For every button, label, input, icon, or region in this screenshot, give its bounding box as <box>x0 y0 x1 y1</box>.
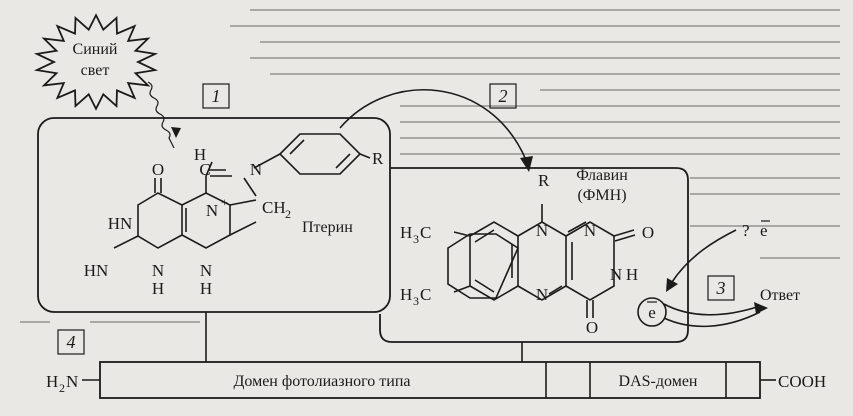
n-term-N: N <box>66 372 78 391</box>
flavin-O-bottom: O <box>586 318 598 337</box>
pterin-plus: + <box>221 195 228 209</box>
step-number-2: 2 <box>489 83 517 109</box>
flavin-NH-N: N <box>610 265 622 284</box>
flavin-H3C-2-H: H <box>400 285 412 304</box>
photon-arrowhead <box>171 127 181 138</box>
flavin-label-line2: (ФМН) <box>577 187 626 204</box>
pterin-H-bottom2: H <box>200 279 212 298</box>
electron-circle-symbol: e <box>648 303 656 322</box>
light-label-line2: свет <box>81 62 110 79</box>
electron-circle <box>637 297 667 327</box>
electron-symbol: e <box>760 221 768 240</box>
pterin-C: C <box>199 160 210 179</box>
flavin-H3C-1-H: H <box>400 223 412 242</box>
blue-light-burst: Синий свет <box>33 13 159 111</box>
response-label: Ответ <box>760 287 800 304</box>
flavin-label-line1: Флавин <box>576 167 628 184</box>
flavin-N-right: N <box>584 221 596 240</box>
pterin-CH2-sub: 2 <box>285 207 291 221</box>
flavin-H3C-1-sub: 3 <box>413 232 419 246</box>
pterin-N-bottom2: N <box>200 261 212 280</box>
pterin-H-top: H <box>194 145 206 164</box>
pterin-CH2: CH <box>262 198 286 217</box>
das-domain-label: DAS-домен <box>619 373 698 390</box>
pterin-N-ring: N <box>250 160 262 179</box>
step-number-3: 3 <box>707 275 735 301</box>
c-term-label: COOH <box>778 372 826 391</box>
flavin-R: R <box>538 171 550 190</box>
flavin-N-top: N <box>536 221 548 240</box>
n-term-sub: 2 <box>59 381 65 395</box>
pterin-structure: O H C N N + R HN HN N H N H CH 2 Птерин <box>84 133 384 298</box>
pterin-H-bottom1: H <box>152 279 164 298</box>
pterin-HN-left: HN <box>108 214 133 233</box>
flavin-structure: Флавин (ФМН) R N N O N H N <box>400 167 654 337</box>
flavin-NH-H: H <box>626 265 638 284</box>
pterin-N-bottom1: N <box>152 261 164 280</box>
pterin-label: Птерин <box>302 219 353 236</box>
electron-query: ? <box>742 221 750 240</box>
step-number-4: 4 <box>57 329 85 355</box>
flavin-H3C-2-sub: 3 <box>413 294 419 308</box>
pterin-box <box>37 117 391 313</box>
light-label-line1: Синий <box>73 41 118 58</box>
svg-text:2: 2 <box>499 86 508 106</box>
electron-section: ? e e Ответ <box>637 220 800 328</box>
pterin-O: O <box>152 160 164 179</box>
pterin-N-plus: N <box>206 201 218 220</box>
pterin-HN-bottom: HN <box>84 261 109 280</box>
step-number-1: 1 <box>202 83 230 109</box>
photolyase-domain-label: Домен фотолиазного типа <box>233 373 410 390</box>
svg-text:3: 3 <box>716 278 726 298</box>
svg-text:1: 1 <box>212 86 221 106</box>
flavin-H3C-1-C: C <box>420 223 431 242</box>
n-term-H: H <box>46 372 58 391</box>
background-page-lines <box>20 9 840 323</box>
energy-transfer-arrowhead <box>520 156 533 172</box>
pterin-R: R <box>372 149 384 168</box>
domain-bar: H 2 N Домен фотолиазного типа DAS-домен … <box>46 312 826 399</box>
flavin-N-bottom: N <box>536 285 548 304</box>
flavin-H3C-2-C: C <box>420 285 431 304</box>
photon-wavy-arrow <box>147 81 175 149</box>
svg-text:4: 4 <box>67 332 76 352</box>
flavin-O-right: O <box>642 223 654 242</box>
energy-transfer-arrow <box>339 89 527 161</box>
flavin-box <box>379 167 689 343</box>
